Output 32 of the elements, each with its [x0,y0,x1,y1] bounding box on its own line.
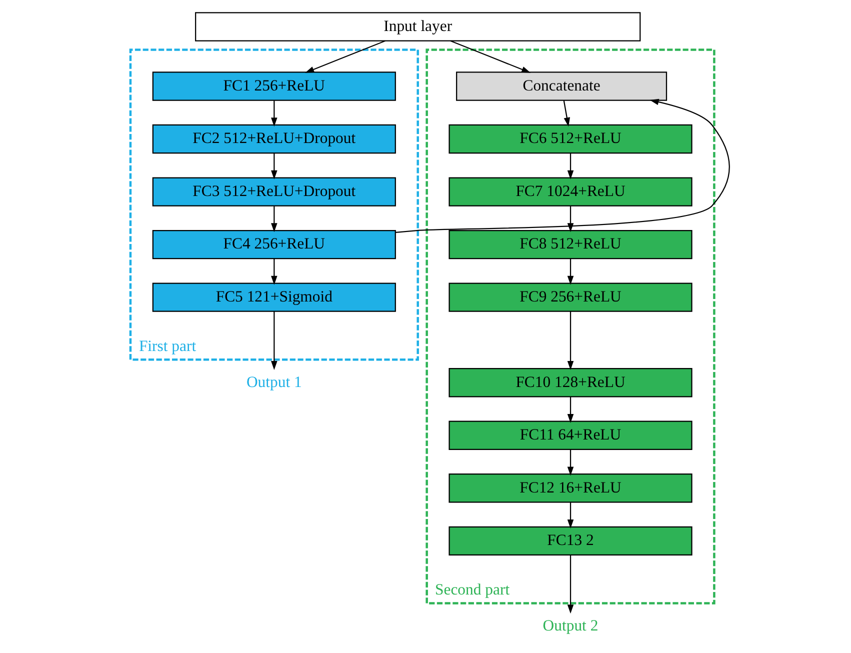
node-text: Output 1 [246,374,302,391]
node-box: Input layer [195,12,641,42]
arrow [567,555,574,614]
arrow [271,206,278,232]
arrow [567,502,574,528]
arrow [271,153,278,180]
arrow [567,258,574,285]
node-box: Concatenate [456,72,668,101]
node-box: FC7 1024+ReLU [448,177,692,206]
arrow [567,206,574,232]
arrow [395,98,730,233]
node-box: FC12 16+ReLU [448,474,692,503]
node-box: FC3 512+ReLU+Dropout [152,177,396,206]
node-box: FC5 121+Sigmoid [152,282,396,312]
node-box: FC4 256+ReLU [152,230,396,260]
arrow [567,450,574,476]
arrow [563,100,570,127]
arrow [271,311,278,370]
node-box: FC13 2 [448,526,692,556]
arrow [567,153,574,180]
arrow [271,258,278,285]
arrow [567,397,574,423]
arrow [271,100,278,127]
node-text: Output 2 [542,617,598,634]
node-box: FC9 256+ReLU [448,282,692,312]
node-box: FC6 512+ReLU [448,124,692,154]
node-box: FC2 512+ReLU+Dropout [152,124,396,154]
node-box: FC10 128+ReLU [448,368,692,398]
node-box: FC11 64+ReLU [448,420,692,450]
arrow [567,311,574,370]
node-box: FC1 256+ReLU [152,72,396,101]
node-box: FC8 512+ReLU [448,230,692,260]
